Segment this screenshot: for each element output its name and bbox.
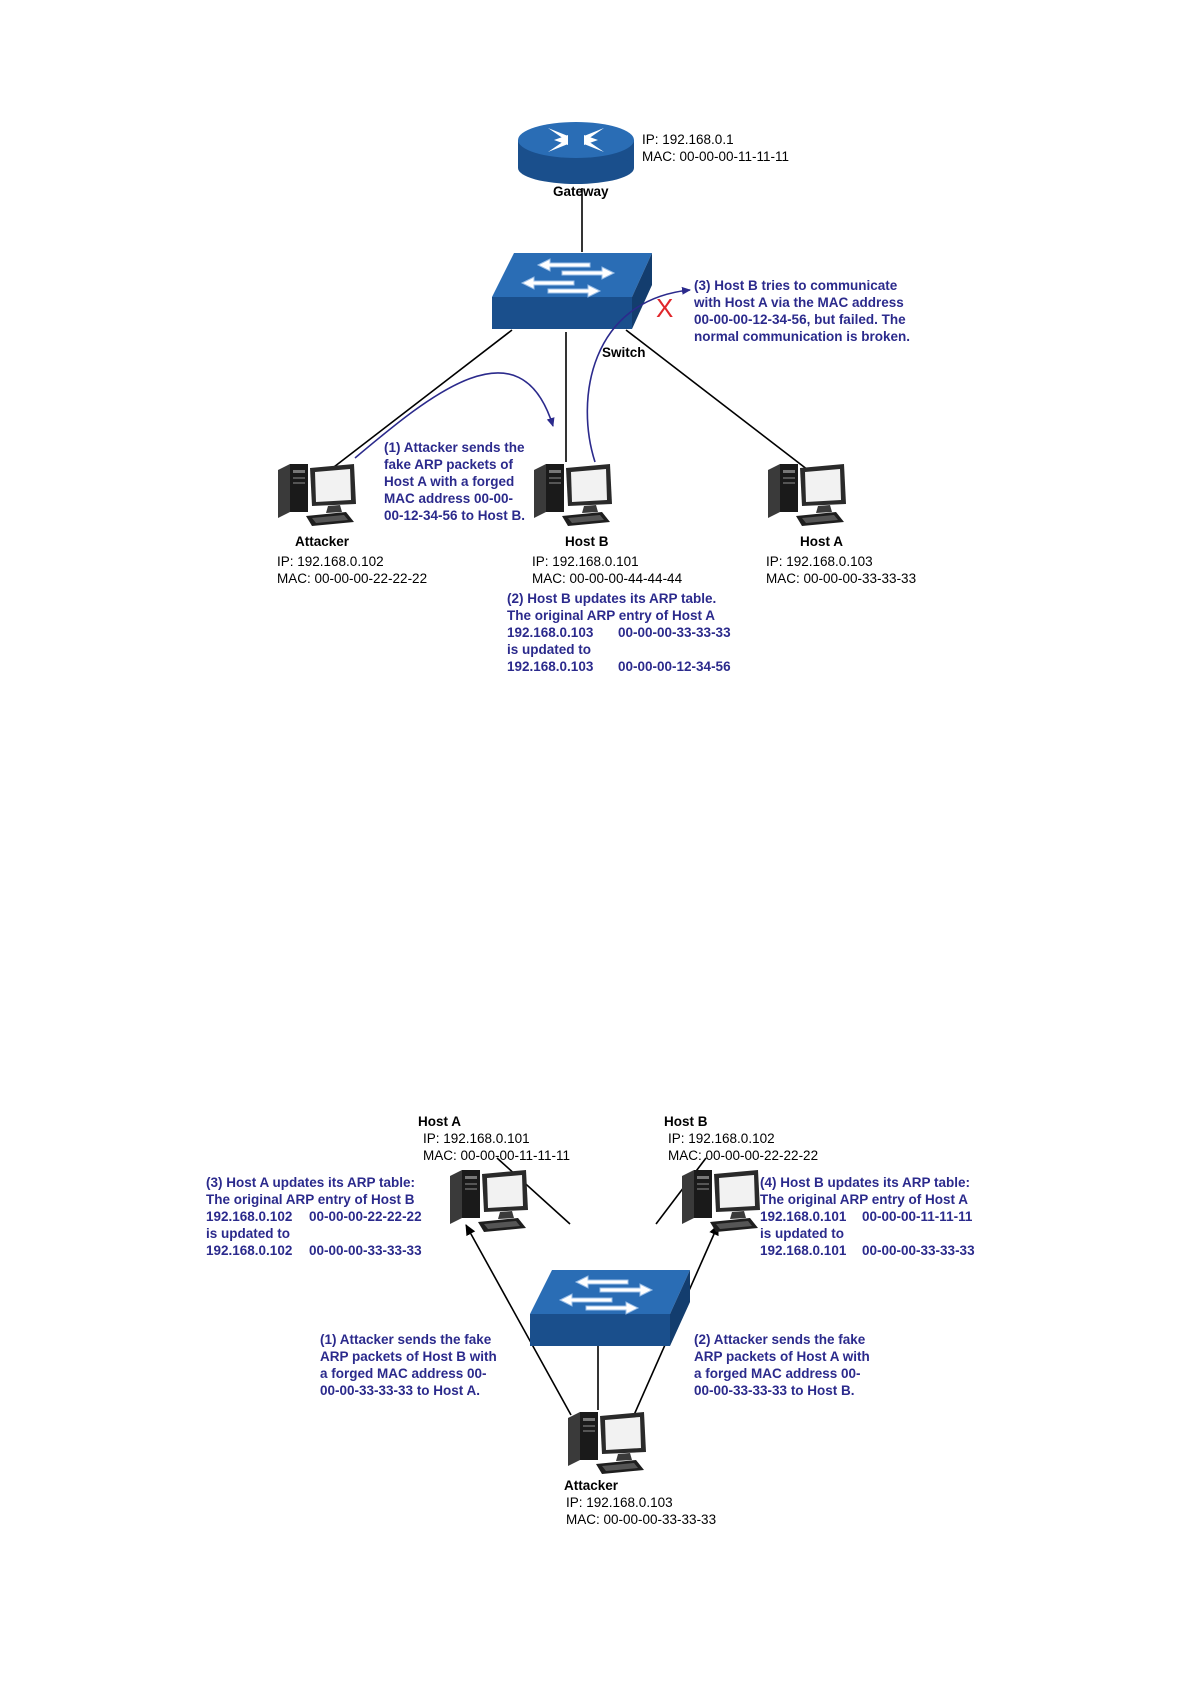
hostb-label-2: Host B bbox=[664, 1114, 708, 1129]
note-line: is updated to bbox=[507, 642, 591, 657]
note-line: a forged MAC address 00- bbox=[694, 1366, 861, 1381]
note-line: normal communication is broken. bbox=[694, 329, 910, 344]
note-attacker-to-hosta: (1) Attacker sends the fake ARP packets … bbox=[320, 1332, 497, 1398]
gateway-mac: MAC: 00-00-00-11-11-11 bbox=[642, 149, 789, 164]
note-old-mac: 00-00-00-22-22-22 bbox=[309, 1209, 422, 1224]
note-hostb-updates-2: (4) Host B updates its ARP table: The or… bbox=[760, 1175, 975, 1258]
note-line: is updated to bbox=[760, 1226, 844, 1241]
hostb-computer-icon bbox=[534, 464, 612, 526]
note-line: 00-00-00-12-34-56, but failed. The bbox=[694, 312, 906, 327]
note-old-ip: 192.168.0.101 bbox=[760, 1209, 847, 1224]
note-hostb-fails: (3) Host B tries to communicate with Hos… bbox=[693, 278, 910, 344]
hosta-label-2: Host A bbox=[418, 1114, 461, 1129]
gateway-router-icon bbox=[518, 122, 634, 184]
hostb-mac: MAC: 00-00-00-44-44-44 bbox=[532, 571, 683, 586]
attacker-to-hosta-arrow bbox=[465, 1224, 572, 1416]
note-new-ip: 192.168.0.102 bbox=[206, 1243, 292, 1258]
note-line: Host A with a forged bbox=[384, 474, 514, 489]
note-line: (2) Host B updates its ARP table. bbox=[507, 591, 716, 606]
hosta-computer-icon bbox=[768, 464, 846, 526]
note-old-mac: 00-00-00-33-33-33 bbox=[618, 625, 731, 640]
attacker-mac: MAC: 00-00-00-22-22-22 bbox=[277, 571, 427, 586]
note-attacker-sends: (1) Attacker sends the fake ARP packets … bbox=[384, 440, 525, 523]
note-line: The original ARP entry of Host A bbox=[507, 608, 715, 623]
hostb-to-hosta-arrow bbox=[586, 286, 691, 463]
attacker-label: Attacker bbox=[295, 534, 350, 549]
hosta-computer-icon-2 bbox=[450, 1170, 528, 1232]
hosta-mac-2: MAC: 00-00-00-11-11-11 bbox=[423, 1148, 570, 1163]
diagram-2: Host A IP: 192.168.0.101 MAC: 00-00-00-1… bbox=[206, 1114, 975, 1527]
note-line: The original ARP entry of Host B bbox=[206, 1192, 415, 1207]
note-line: (3) Host A updates its ARP table: bbox=[206, 1175, 415, 1190]
attacker-computer-icon bbox=[278, 464, 356, 526]
switch-label: Switch bbox=[602, 345, 646, 360]
gateway-ip: IP: 192.168.0.1 bbox=[642, 132, 734, 147]
switch-attacker-link bbox=[329, 329, 513, 471]
note-new-mac: 00-00-00-33-33-33 bbox=[862, 1243, 975, 1258]
switch-icon-2 bbox=[529, 1269, 691, 1347]
note-line: (1) Attacker sends the fake bbox=[320, 1332, 492, 1347]
note-line: (2) Attacker sends the fake bbox=[694, 1332, 866, 1347]
attacker-mac-2: MAC: 00-00-00-33-33-33 bbox=[566, 1512, 716, 1527]
hosta-switch-link bbox=[496, 1157, 571, 1225]
note-line: The original ARP entry of Host A bbox=[760, 1192, 968, 1207]
note-line: (3) Host B tries to communicate bbox=[694, 278, 898, 293]
note-line: (4) Host B updates its ARP table: bbox=[760, 1175, 970, 1190]
note-attacker-to-hostb: (2) Attacker sends the fake ARP packets … bbox=[694, 1332, 870, 1398]
hostb-mac-2: MAC: 00-00-00-22-22-22 bbox=[668, 1148, 818, 1163]
attacker-ip: IP: 192.168.0.102 bbox=[277, 554, 384, 569]
note-line: 00-00-33-33-33 to Host A. bbox=[320, 1383, 480, 1398]
note-old-mac: 00-00-00-11-11-11 bbox=[862, 1209, 973, 1224]
attacker-ip-2: IP: 192.168.0.103 bbox=[566, 1495, 673, 1510]
hosta-label: Host A bbox=[800, 534, 843, 549]
switch-icon bbox=[491, 252, 653, 330]
attacker-to-hostb-arrow bbox=[354, 372, 555, 459]
hostb-computer-icon-2 bbox=[682, 1170, 760, 1232]
hosta-ip: IP: 192.168.0.103 bbox=[766, 554, 873, 569]
note-new-mac: 00-00-00-33-33-33 bbox=[309, 1243, 422, 1258]
hostb-label: Host B bbox=[565, 534, 609, 549]
note-line: 00-12-34-56 to Host B. bbox=[384, 508, 525, 523]
note-line: (1) Attacker sends the bbox=[384, 440, 525, 455]
switch-hosta-link bbox=[625, 329, 809, 471]
gateway-label: Gateway bbox=[553, 184, 609, 199]
hosta-ip-2: IP: 192.168.0.101 bbox=[423, 1131, 530, 1146]
note-new-ip: 192.168.0.103 bbox=[507, 659, 594, 674]
note-line: ARP packets of Host B with bbox=[320, 1349, 497, 1364]
note-new-ip: 192.168.0.101 bbox=[760, 1243, 847, 1258]
hosta-mac: MAC: 00-00-00-33-33-33 bbox=[766, 571, 916, 586]
note-hostb-updates: (2) Host B updates its ARP table. The or… bbox=[507, 591, 731, 674]
note-line: ARP packets of Host A with bbox=[694, 1349, 870, 1364]
note-line: a forged MAC address 00- bbox=[320, 1366, 487, 1381]
attacker-label-2: Attacker bbox=[564, 1478, 619, 1493]
note-old-ip: 192.168.0.103 bbox=[507, 625, 594, 640]
diagram-1: Gateway IP: 192.168.0.1 MAC: 00-00-00-11… bbox=[277, 122, 916, 674]
note-old-ip: 192.168.0.102 bbox=[206, 1209, 292, 1224]
attacker-computer-icon-2 bbox=[568, 1412, 646, 1474]
hostb-ip: IP: 192.168.0.101 bbox=[532, 554, 639, 569]
note-new-mac: 00-00-00-12-34-56 bbox=[618, 659, 731, 674]
hostb-ip-2: IP: 192.168.0.102 bbox=[668, 1131, 775, 1146]
note-hosta-updates: (3) Host A updates its ARP table: The or… bbox=[206, 1175, 422, 1258]
failure-x-mark: X bbox=[656, 293, 673, 323]
note-line: with Host A via the MAC address bbox=[693, 295, 904, 310]
note-line: fake ARP packets of bbox=[384, 457, 514, 472]
note-line: 00-00-33-33-33 to Host B. bbox=[694, 1383, 855, 1398]
note-line: is updated to bbox=[206, 1226, 290, 1241]
hostb-switch-link bbox=[655, 1157, 707, 1225]
note-line: MAC address 00-00- bbox=[384, 491, 513, 506]
